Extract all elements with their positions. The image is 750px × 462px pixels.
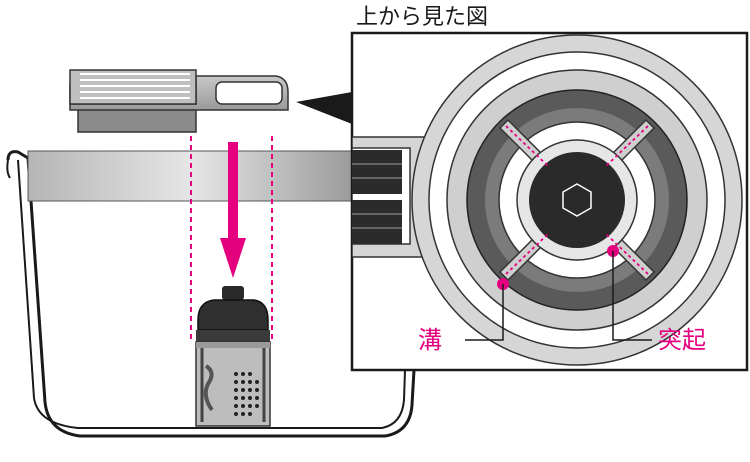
guide-dashed-lines — [190, 136, 273, 340]
hex-socket — [562, 183, 592, 217]
lid-part — [69, 69, 289, 133]
cartridge-vent-holes — [234, 372, 259, 416]
insert-arrow — [220, 142, 246, 278]
protrusion-leader — [612, 251, 652, 341]
groove-dashed-marks — [505, 125, 649, 275]
pot — [6, 150, 416, 438]
protrusion-label: 突起 — [658, 326, 706, 354]
groove-label: 溝 — [418, 326, 442, 354]
handle-grip — [352, 150, 402, 244]
callout-pointer — [296, 92, 352, 124]
inset-title: 上から見た図 — [356, 5, 488, 30]
filter-cartridge — [195, 286, 271, 427]
top-view-inset — [350, 31, 749, 372]
grip-ridges — [80, 73, 190, 99]
groove-leader — [465, 284, 504, 341]
